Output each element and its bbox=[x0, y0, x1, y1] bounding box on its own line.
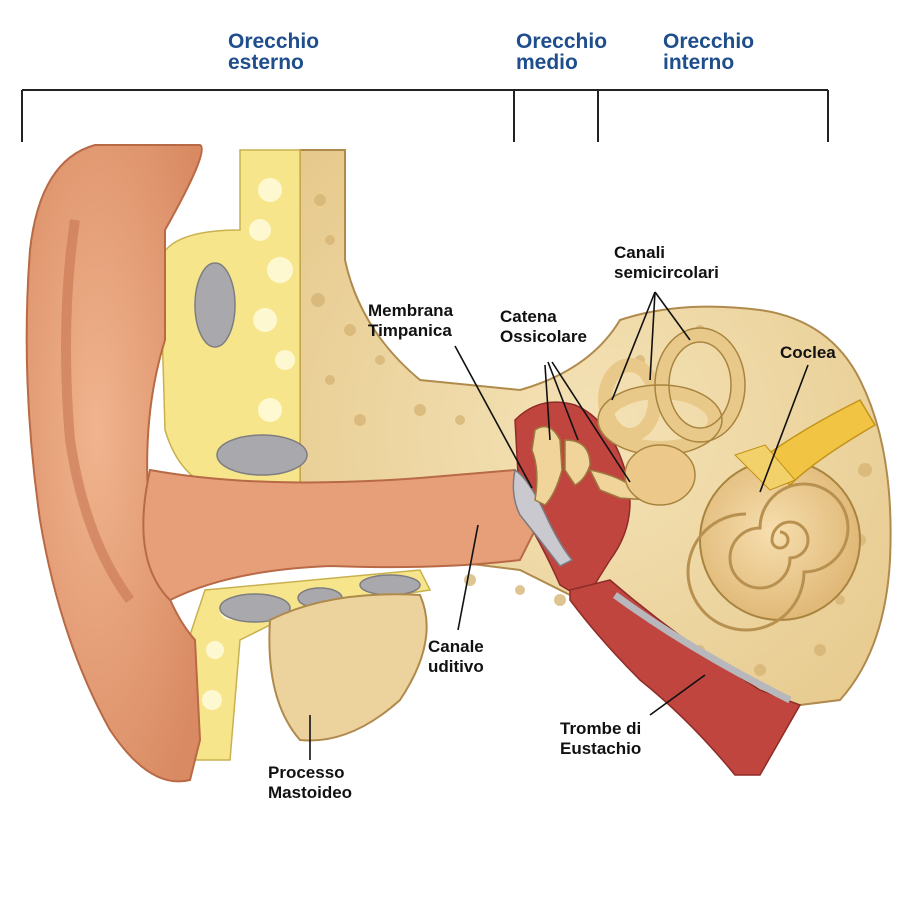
pinna bbox=[25, 144, 203, 783]
region-bracket bbox=[21, 89, 829, 142]
svg-text:Eustachio: Eustachio bbox=[560, 739, 641, 758]
eustachian-tube bbox=[569, 579, 802, 776]
label-cochlea: Coclea bbox=[780, 343, 836, 362]
label-ossicular-chain: Catena Ossicolare bbox=[500, 307, 587, 346]
svg-text:Timpanica: Timpanica bbox=[368, 321, 452, 340]
ear-canal bbox=[142, 468, 542, 602]
svg-text:Orecchio: Orecchio bbox=[228, 30, 319, 53]
svg-text:Catena: Catena bbox=[500, 307, 557, 326]
label-semicircular-canals: Canali semicircolari bbox=[614, 243, 719, 282]
svg-text:Canali: Canali bbox=[614, 243, 665, 262]
svg-text:Ossicolare: Ossicolare bbox=[500, 327, 587, 346]
label-mastoid-process: Processo Mastoideo bbox=[268, 763, 352, 802]
auditory-nerve bbox=[734, 399, 877, 491]
svg-text:Canale: Canale bbox=[428, 637, 484, 656]
svg-text:esterno: esterno bbox=[228, 51, 304, 74]
svg-text:Orecchio: Orecchio bbox=[516, 30, 607, 53]
svg-text:Orecchio: Orecchio bbox=[663, 30, 754, 53]
mastoid-process bbox=[268, 593, 428, 742]
svg-text:Membrana: Membrana bbox=[368, 301, 454, 320]
svg-text:semicircolari: semicircolari bbox=[614, 263, 719, 282]
label-ear-canal: Canale uditivo bbox=[428, 637, 484, 676]
vestibule bbox=[624, 444, 696, 506]
label-eustachian-tube: Trombe di Eustachio bbox=[560, 719, 641, 758]
region-outer-ear-label: Orecchio esterno bbox=[228, 30, 319, 74]
svg-text:Processo: Processo bbox=[268, 763, 345, 782]
svg-text:interno: interno bbox=[663, 51, 734, 74]
label-tympanic-membrane: Membrana Timpanica bbox=[368, 301, 454, 340]
svg-text:Trombe di: Trombe di bbox=[560, 719, 641, 738]
ossicles bbox=[531, 425, 651, 506]
svg-text:uditivo: uditivo bbox=[428, 657, 484, 676]
region-middle-ear-label: Orecchio medio bbox=[516, 30, 607, 74]
soft-tissue bbox=[159, 149, 432, 761]
svg-text:Mastoideo: Mastoideo bbox=[268, 783, 352, 802]
svg-text:Coclea: Coclea bbox=[780, 343, 836, 362]
region-inner-ear-label: Orecchio interno bbox=[663, 30, 754, 74]
leader-lines bbox=[309, 291, 809, 760]
svg-text:medio: medio bbox=[516, 51, 578, 74]
